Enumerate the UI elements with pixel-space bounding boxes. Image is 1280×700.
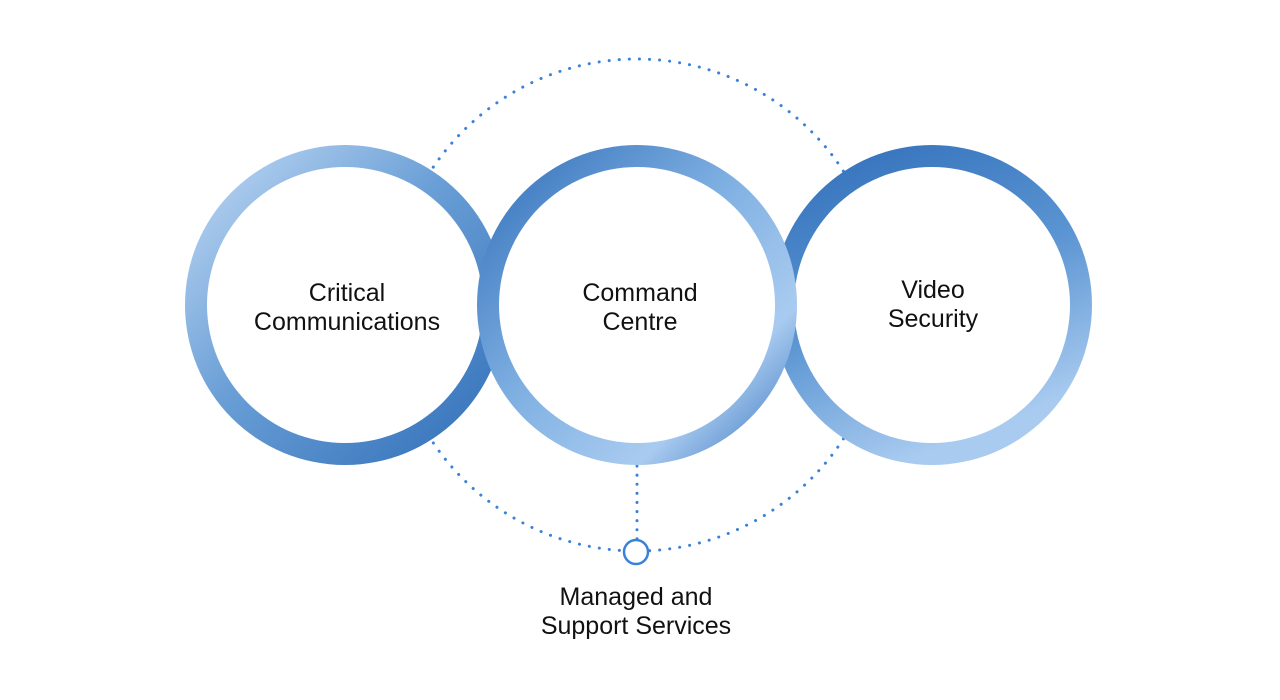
hub-line2: Support Services <box>540 612 732 640</box>
ring-command-centre <box>477 145 797 465</box>
label-managed-support-services: Managed and Support Services <box>541 583 731 641</box>
critical-line2: Communications <box>253 308 441 336</box>
critical-line1: Critical <box>308 279 386 307</box>
hub-node <box>622 538 650 566</box>
label-video-security: Video Security <box>888 276 978 334</box>
label-critical-communications: Critical Communications <box>254 279 440 337</box>
ring-video-security <box>772 145 1092 465</box>
command-line2: Centre <box>602 308 678 336</box>
label-command-centre: Command Centre <box>582 279 697 337</box>
hub-line1: Managed and <box>559 583 713 611</box>
video-line2: Security <box>887 305 979 333</box>
ring-critical-communications <box>185 145 505 465</box>
command-line1: Command <box>582 279 698 307</box>
video-line1: Video <box>901 276 965 304</box>
